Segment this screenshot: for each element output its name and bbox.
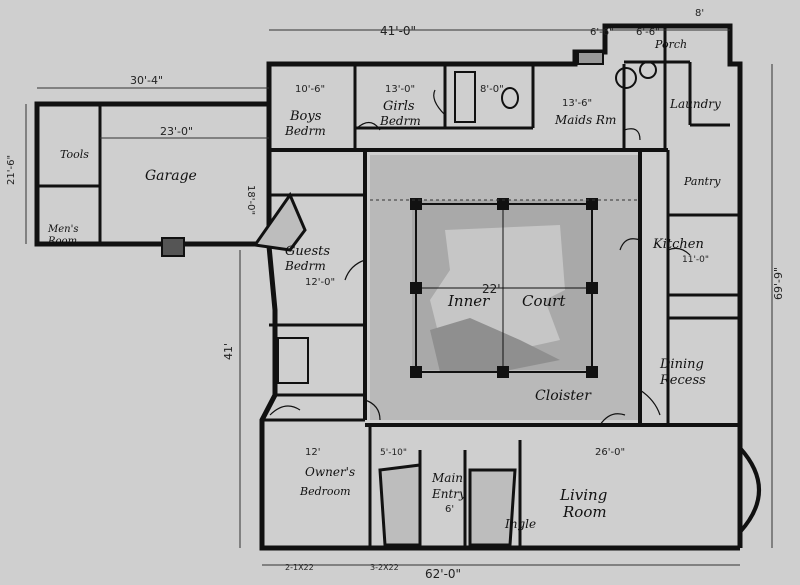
label-pantry: Pantry: [683, 175, 721, 188]
label-maids: Maids Rm: [554, 113, 616, 127]
label-mens-room-1: Men's: [47, 224, 78, 235]
walls: [34, 23, 761, 551]
label-dining-1: Dining: [659, 357, 704, 372]
dim-note-2: 3-2X22: [370, 563, 399, 572]
label-girls-2: Bedrm: [379, 114, 421, 128]
label-girls-1: Girls: [383, 99, 415, 114]
laundry-tub: [615, 67, 637, 89]
dim-garage-inner: 23'-0": [160, 125, 193, 138]
fireplace-guests: [252, 191, 307, 252]
label-laundry: Laundry: [669, 97, 721, 111]
label-inner-1: Inner: [447, 292, 490, 310]
washbasin: [501, 87, 519, 109]
dim-kitchen-width: 11'-0": [682, 255, 709, 265]
label-main-1: Main: [431, 471, 463, 485]
dim-boys-width: 10'-6": [295, 84, 325, 95]
garage-walls: [34, 101, 272, 247]
dim-garage-depth: 18'-0": [245, 185, 256, 215]
guest-bathtub: [277, 337, 309, 384]
label-tools: Tools: [60, 148, 89, 161]
door-swings: [269, 89, 691, 426]
label-boys-1: Boys: [289, 109, 322, 124]
dim-owners-width: 12': [305, 447, 320, 458]
dimension-lines: [25, 29, 773, 566]
label-guests-1: Guests: [285, 244, 330, 259]
fireplace-ingle: [468, 468, 517, 547]
dim-porch-b: 6'-6": [636, 27, 660, 38]
dim-note-1: 2-1X22: [285, 563, 314, 572]
dim-bath-width: 8'-0": [480, 84, 504, 95]
label-dining-2: Recess: [659, 373, 706, 388]
dim-living-width: 26'-0": [595, 447, 625, 458]
label-owners-1: Owner's: [305, 465, 355, 479]
fixtures: [161, 51, 657, 384]
dim-court-width: 22': [482, 282, 501, 296]
label-cloister: Cloister: [535, 388, 592, 404]
label-porch: Porch: [654, 38, 687, 51]
label-owners-2: Bedroom: [299, 485, 351, 498]
label-garage: Garage: [145, 168, 197, 184]
dim-guests-width: 12'-0": [305, 277, 335, 288]
dim-left-depth: 41': [222, 343, 235, 360]
label-ingle: Ingle: [504, 517, 536, 531]
label-living-2: Room: [562, 503, 607, 521]
label-guests-2: Bedrm: [284, 259, 326, 273]
dim-right-depth: 69'-9": [772, 267, 785, 300]
label-boys-2: Bedrm: [284, 124, 326, 138]
dim-maids-width: 13'-6": [562, 98, 592, 109]
court-posts: [410, 198, 598, 378]
label-kitchen: Kitchen: [652, 237, 704, 252]
dim-top-width: 41'-0": [380, 24, 416, 38]
room-labels: Garage Tools Men's Room Boys Bedrm Girls…: [47, 38, 721, 531]
dim-garage-side: 21'-6": [6, 155, 17, 185]
label-inner-2: Court: [522, 292, 566, 310]
fireplace-owners: [378, 463, 422, 547]
garage-sump: [161, 237, 185, 257]
dim-entry-gap: 5'-10": [380, 448, 407, 458]
dim-porch-c: 8': [695, 8, 704, 19]
dim-girls-width: 13'-0": [385, 84, 415, 95]
fireplaces: [252, 191, 517, 547]
bathtub: [454, 71, 476, 123]
label-main-2: Entry: [431, 487, 466, 501]
dimension-labels: 41'-0" 6'-6" 6'-6" 8' 30'-4" 23'-0" 18'-…: [6, 8, 785, 581]
dim-porch-a: 6'-6": [590, 27, 614, 38]
label-mens-room-2: Room: [47, 236, 77, 247]
dim-bottom-width: 62'-0": [425, 567, 461, 581]
dim-entry-width: 6': [445, 504, 454, 515]
dim-garage-width: 30'-4": [130, 74, 163, 87]
label-living-1: Living: [559, 486, 607, 504]
